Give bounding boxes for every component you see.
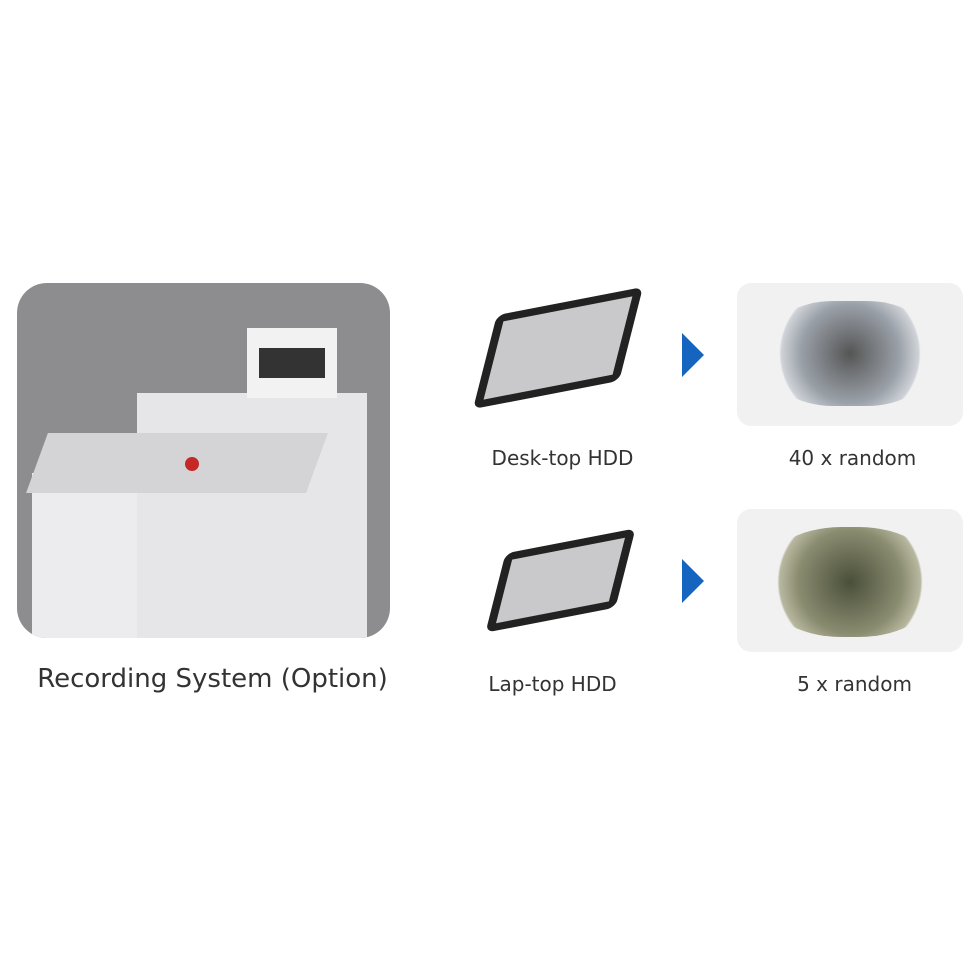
machine-top xyxy=(137,393,367,638)
control-panel xyxy=(26,433,328,493)
laptop-shred-image xyxy=(737,509,963,652)
desktop-result-label: 40 x random xyxy=(788,446,917,470)
arrow-right-icon xyxy=(682,559,704,603)
laptop-hdd-image xyxy=(485,528,636,633)
arrow-right-icon xyxy=(682,333,704,377)
laptop-hdd-label: Lap-top HDD xyxy=(488,672,617,696)
emergency-button xyxy=(185,457,199,471)
recording-system-caption: Recording System (Option) xyxy=(37,664,388,694)
desktop-hdd-label: Desk-top HDD xyxy=(491,446,634,470)
shredder-machine-image xyxy=(17,283,390,638)
desktop-hdd-image xyxy=(472,286,644,410)
desktop-shred-image xyxy=(737,283,963,426)
laptop-result-label: 5 x random xyxy=(797,672,912,696)
monitor xyxy=(247,328,337,398)
